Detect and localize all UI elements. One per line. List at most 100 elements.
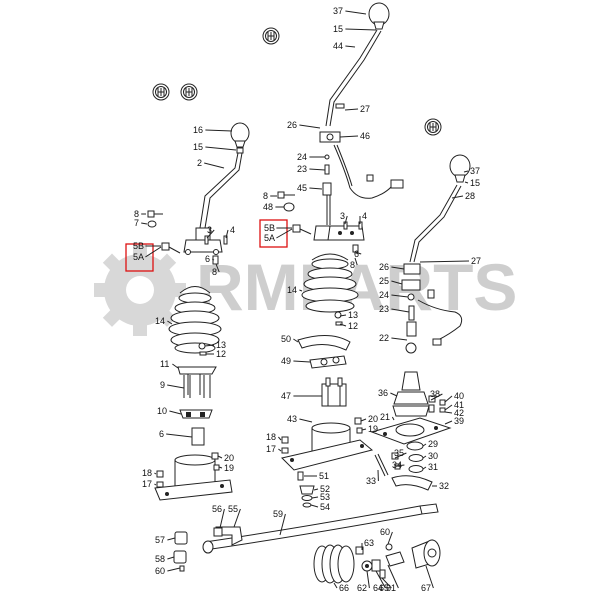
bolt-part xyxy=(292,224,312,235)
gear-pattern-icon xyxy=(152,83,170,101)
leader-line xyxy=(204,162,225,169)
part-callout-center-0: 37 xyxy=(333,6,343,16)
part-callout-left-18: 20 xyxy=(224,453,234,463)
part-callout-center-17: 14 xyxy=(287,285,297,295)
part-callout-right-3: 27 xyxy=(471,256,481,266)
part-callout-right-14: 39 xyxy=(454,416,464,426)
part-callout-center-14: 4 xyxy=(362,211,367,221)
leader-line xyxy=(311,496,319,499)
leader-line xyxy=(219,508,225,529)
shift-lever xyxy=(409,184,462,263)
part-callout-right-10: 38 xyxy=(430,389,440,399)
part-callout-bottom-10: 64 xyxy=(373,583,383,593)
leader-line xyxy=(293,338,299,343)
guide-block xyxy=(179,409,213,419)
part-callout-center-11: 5B xyxy=(264,223,275,233)
leader-line xyxy=(205,129,233,132)
part-callout-bottom-12: 66 xyxy=(339,583,349,593)
leader-line xyxy=(217,455,223,459)
leader-lines xyxy=(141,10,470,589)
leader-line xyxy=(333,582,338,589)
part-callout-bottom-8: 61 xyxy=(386,583,396,593)
shift-rod-link xyxy=(391,475,433,491)
part-callout-right-17: 30 xyxy=(428,451,438,461)
leader-line xyxy=(422,466,427,470)
leader-line xyxy=(276,228,293,239)
part-callout-left-11: 14 xyxy=(155,316,165,326)
part-callout-center-24: 19 xyxy=(368,424,378,434)
leader-line xyxy=(394,452,407,459)
part-callout-bottom-9: 62 xyxy=(357,583,367,593)
part-callout-right-0: 37 xyxy=(470,166,480,176)
leader-line xyxy=(422,443,427,447)
part-callout-right-1: 15 xyxy=(470,178,480,188)
leader-line xyxy=(387,531,393,545)
leader-line xyxy=(451,195,464,199)
part-callout-right-11: 40 xyxy=(454,391,464,401)
wire-harness xyxy=(417,299,463,341)
leader-line xyxy=(344,215,348,225)
leader-line xyxy=(345,10,367,15)
leader-line xyxy=(444,395,453,403)
leader-line xyxy=(206,229,215,239)
rubber-boot xyxy=(392,371,430,417)
leader-line xyxy=(444,420,453,425)
part-callout-bottom-7: 60 xyxy=(380,527,390,537)
leader-line xyxy=(425,565,434,589)
leader-line xyxy=(354,251,362,255)
leader-line xyxy=(169,410,182,415)
part-callout-right-16: 29 xyxy=(428,439,438,449)
leader-line xyxy=(391,294,409,298)
leader-line xyxy=(463,170,469,173)
shift-plate xyxy=(177,366,217,375)
part-callout-left-13: 12 xyxy=(216,349,226,359)
shift-coupling xyxy=(411,539,441,569)
leader-line xyxy=(172,363,179,369)
part-callout-left-2: 2 xyxy=(197,158,202,168)
leader-line xyxy=(293,360,311,363)
part-callout-center-4: 26 xyxy=(287,120,297,130)
part-callout-bottom-13: 67 xyxy=(421,583,431,593)
part-callout-bottom-3: 57 xyxy=(155,535,165,545)
part-callout-left-9: 6 xyxy=(205,254,210,264)
leader-line xyxy=(310,504,319,508)
leader-line xyxy=(313,488,319,491)
leader-line xyxy=(141,222,148,225)
leader-line xyxy=(361,428,367,431)
leader-line xyxy=(154,472,157,475)
part-callout-right-21: 33 xyxy=(366,476,376,486)
part-callout-bottom-0: 59 xyxy=(273,509,283,519)
part-callout-left-10: 8 xyxy=(212,267,217,277)
leader-line xyxy=(391,266,405,270)
lever-collar xyxy=(236,147,244,154)
leader-line xyxy=(339,135,359,138)
shift-rod-assembly xyxy=(173,503,441,584)
rubber-boot xyxy=(301,253,359,313)
gear-pattern-icon xyxy=(424,118,442,136)
part-callout-left-4: 7 xyxy=(134,218,139,228)
coupling-bellows xyxy=(313,544,355,584)
part-callout-left-16: 10 xyxy=(157,406,167,416)
highlight-box-left xyxy=(125,243,154,272)
part-callout-left-1: 15 xyxy=(193,142,203,152)
shift-knob xyxy=(230,122,250,148)
part-callout-right-19: 35 xyxy=(394,448,404,458)
part-callout-left-19: 19 xyxy=(224,463,234,473)
part-callout-center-13: 3 xyxy=(340,211,345,221)
part-callout-center-26: 18 xyxy=(266,432,276,442)
part-callout-center-18: 13 xyxy=(348,310,358,320)
leader-line xyxy=(395,464,405,467)
leader-line xyxy=(345,45,356,48)
part-callout-center-16: 8 xyxy=(350,260,355,270)
shift-lever xyxy=(325,29,382,127)
left-shifter-assembly xyxy=(147,122,250,501)
leader-line xyxy=(167,537,176,541)
part-callout-center-9: 8 xyxy=(263,191,268,201)
part-callout-left-0: 16 xyxy=(193,125,203,135)
part-callout-right-7: 23 xyxy=(379,304,389,314)
part-callout-left-17: 6 xyxy=(159,429,164,439)
part-callout-center-2: 44 xyxy=(333,41,343,51)
part-callout-center-31: 54 xyxy=(320,502,330,512)
leader-line xyxy=(233,508,241,528)
